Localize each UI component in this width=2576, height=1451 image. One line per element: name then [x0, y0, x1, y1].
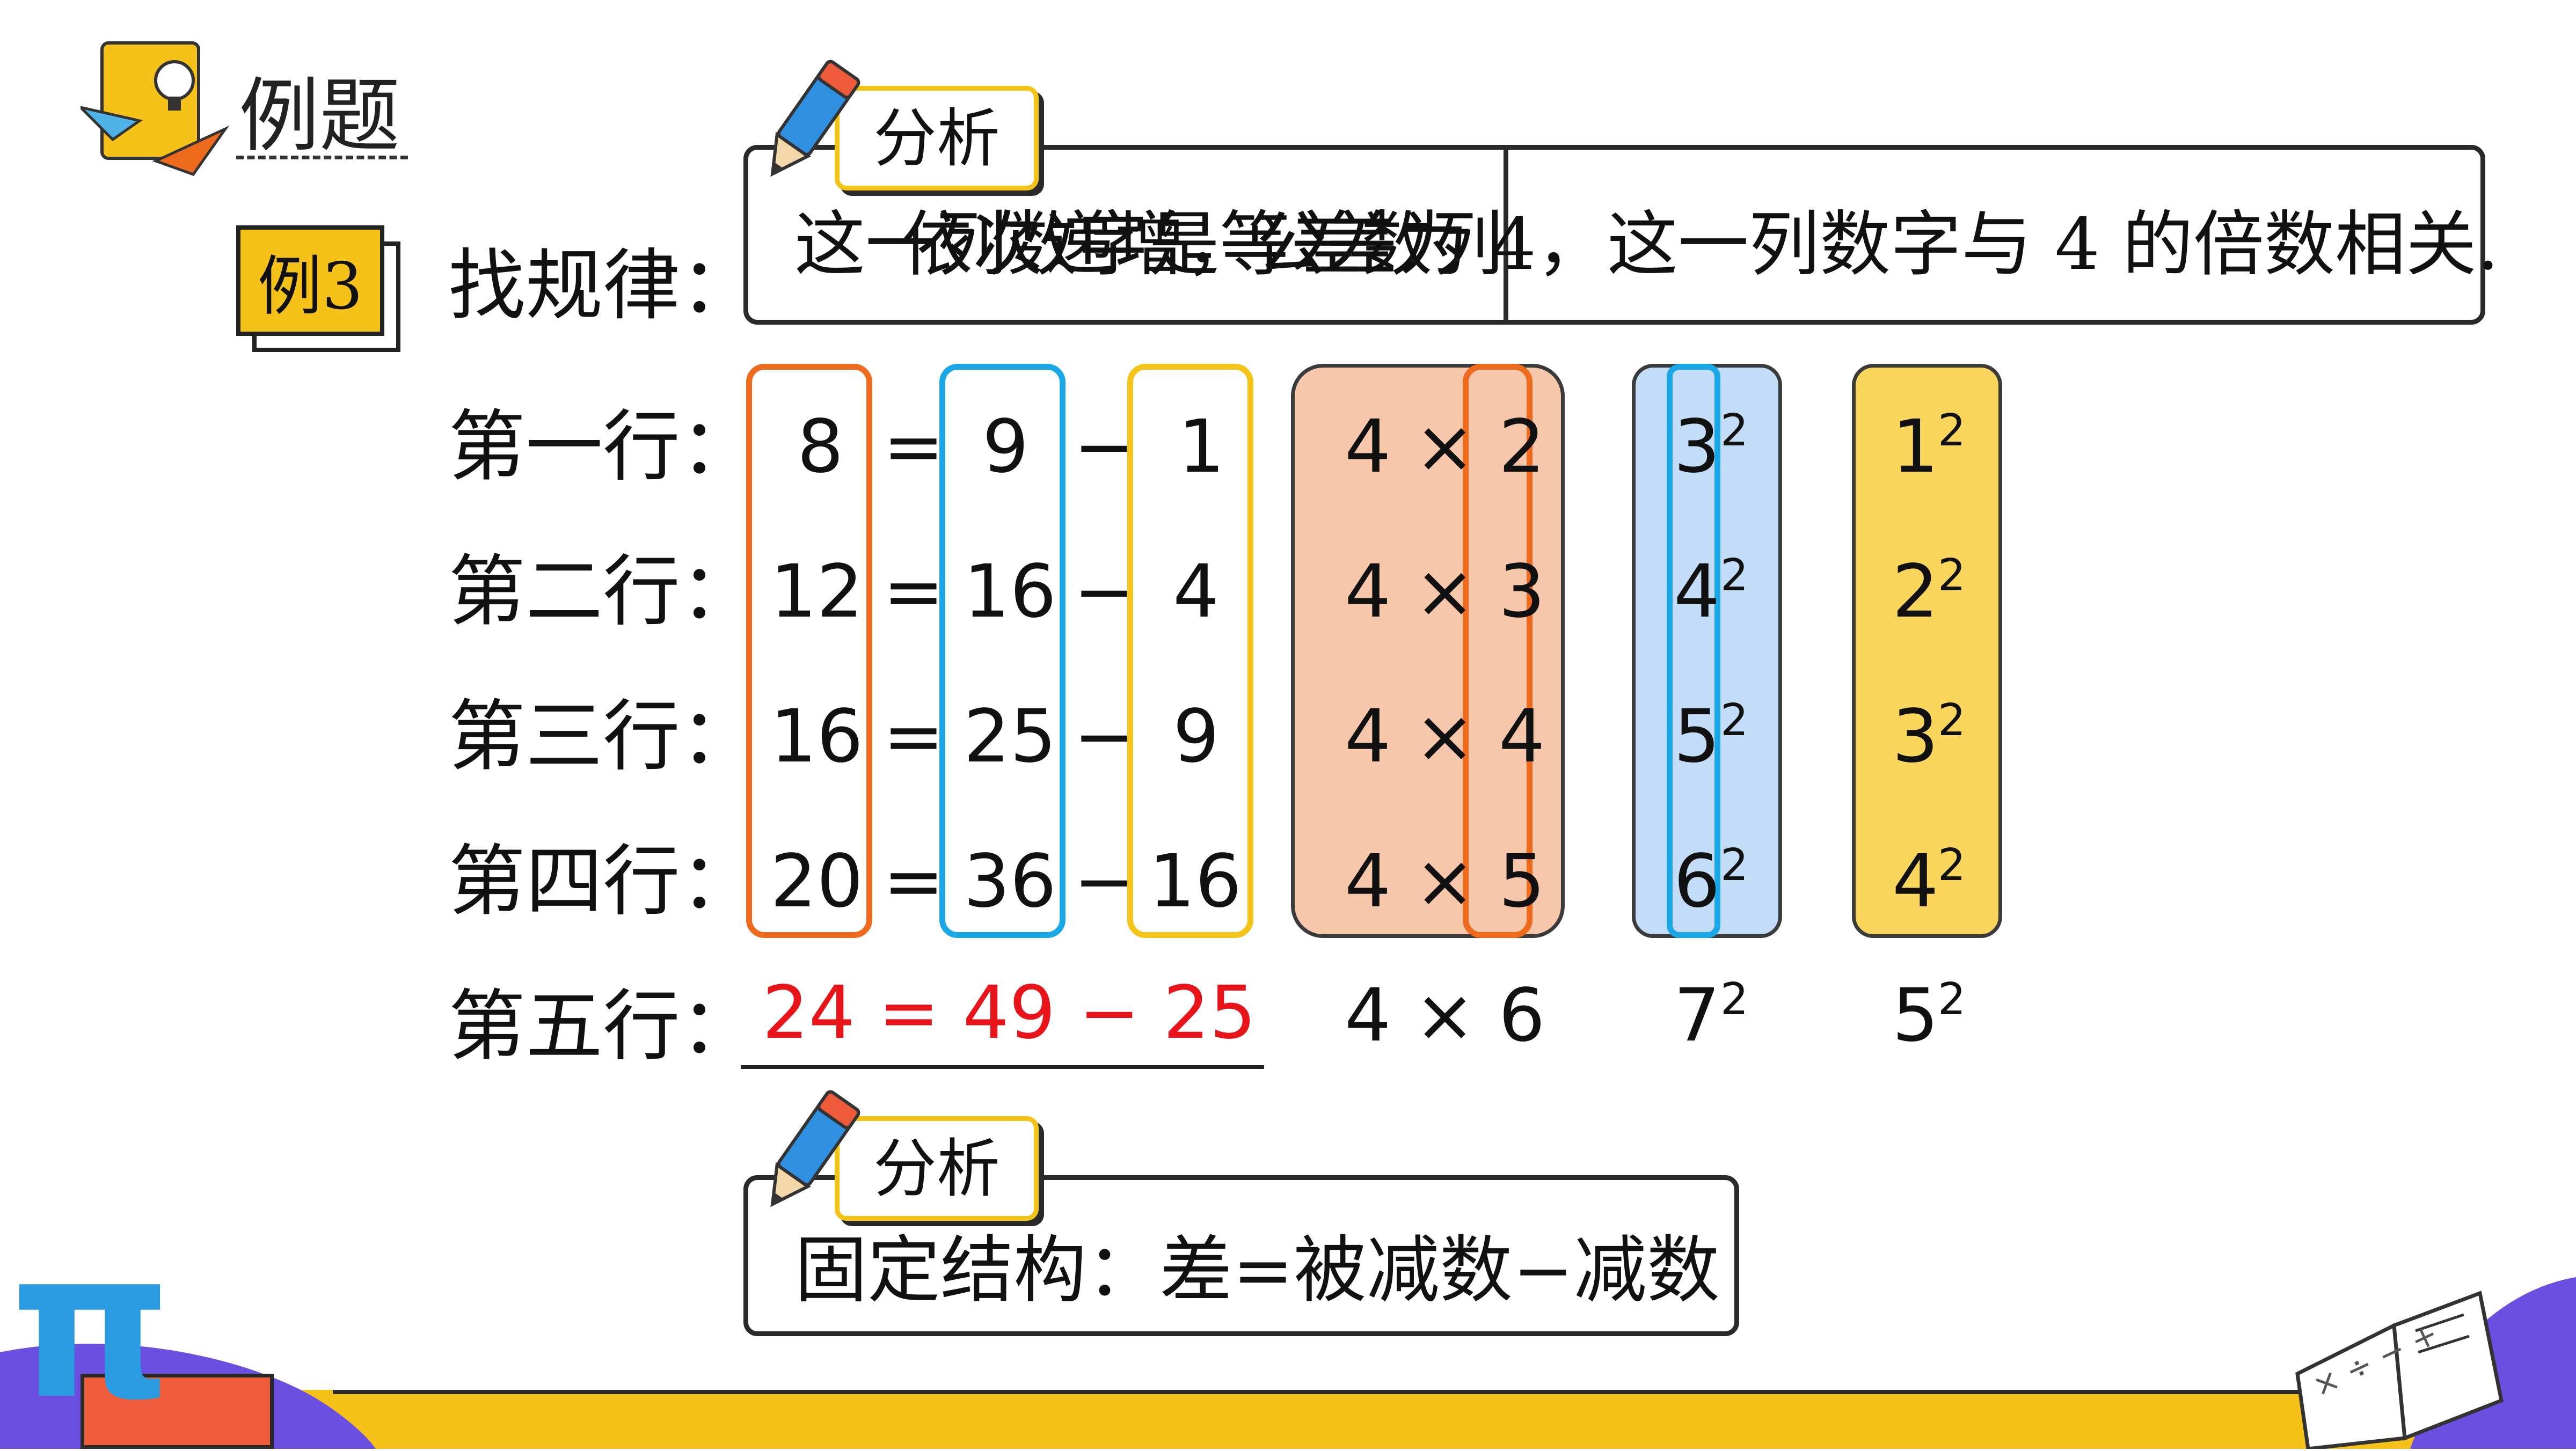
- equals-sign: =: [883, 549, 944, 634]
- row5-answer: 24 = 49 − 25: [762, 971, 1256, 1056]
- bottom-band: [0, 1390, 2576, 1449]
- row5-label: 第五行：: [448, 981, 758, 1071]
- row-label: 第二行：: [448, 546, 758, 636]
- exponent: 2: [1720, 405, 1749, 456]
- red-block: [81, 1374, 274, 1449]
- row-a: 20: [770, 839, 864, 924]
- row-square-base: 6: [1674, 839, 1720, 924]
- analysis-bottom-text: 固定结构：差=被减数−减数: [794, 1228, 1720, 1313]
- row-c: 16: [1149, 839, 1242, 924]
- row-c: 4: [1173, 549, 1220, 634]
- row-label: 第四行：: [448, 836, 758, 926]
- row-multiplier: 4 × 5: [1345, 839, 1545, 924]
- title-underline: [236, 156, 408, 159]
- pencil-icon: [743, 54, 872, 193]
- pi-icon: π: [11, 1206, 172, 1444]
- analysis-tag-label: 分析: [873, 1131, 1000, 1206]
- analysis-top-text-a: 这一列数字是等差数列: [794, 203, 1503, 286]
- exponent: 2: [1720, 974, 1749, 1025]
- prompt-text: 找规律：: [448, 240, 758, 331]
- minus-sign: −: [1074, 405, 1135, 489]
- book-icon: × ÷ − +: [2287, 1277, 2512, 1451]
- example-tag: 例3: [236, 225, 400, 352]
- row-square2-base: 3: [1892, 694, 1939, 779]
- row5-square2-base: 5: [1892, 973, 1939, 1058]
- row-b: 36: [964, 839, 1057, 924]
- example-label: 例3: [257, 250, 363, 324]
- answer-underline: [741, 1065, 1264, 1069]
- minus-sign: −: [1074, 549, 1135, 634]
- exponent: 2: [1720, 550, 1749, 601]
- row5-multiplier: 4 × 6: [1345, 973, 1545, 1058]
- minus-sign: −: [1074, 694, 1135, 779]
- exponent: 2: [1720, 840, 1749, 891]
- panel-divider: [743, 145, 1508, 325]
- exponent: 2: [1938, 840, 1966, 891]
- row5-square-base: 7: [1674, 973, 1720, 1058]
- row-a: 8: [797, 405, 844, 489]
- exponent: 2: [1938, 695, 1966, 746]
- row-c: 1: [1178, 405, 1225, 489]
- row-square2-base: 2: [1892, 549, 1939, 634]
- row-a: 16: [770, 694, 864, 779]
- square2-fill: [1852, 364, 2002, 938]
- row-b: 25: [964, 694, 1057, 779]
- row-multiplier: 4 × 2: [1345, 405, 1545, 489]
- exponent: 2: [1938, 974, 1966, 1025]
- row-label: 第一行：: [448, 401, 758, 492]
- row-a: 12: [770, 549, 864, 634]
- row-b: 16: [964, 549, 1057, 634]
- exponent: 2: [1938, 405, 1966, 456]
- row-square-base: 4: [1674, 549, 1720, 634]
- minus-sign: −: [1074, 839, 1135, 924]
- exponent: 2: [1720, 695, 1749, 746]
- bottom-band-line: [333, 1390, 2319, 1394]
- multiplier-fill: [1291, 364, 1565, 938]
- analysis-tag-bottom: 分析: [835, 1116, 1039, 1221]
- analysis-top-text-b: 依次递增，公差为 4，这一列数字与 4 的倍数相关.: [902, 203, 2499, 286]
- row-square2-base: 1: [1892, 405, 1939, 489]
- column-c-box: [1127, 364, 1253, 938]
- equals-sign: =: [883, 694, 944, 779]
- equals-sign: =: [883, 405, 944, 489]
- exponent: 2: [1938, 550, 1966, 601]
- square-fill: [1632, 364, 1782, 938]
- row-b: 9: [982, 405, 1029, 489]
- analysis-tag-label: 分析: [873, 101, 1000, 175]
- square-box: [1667, 364, 1720, 938]
- multiplier-box: [1463, 364, 1533, 938]
- lesson-icon: [76, 32, 236, 177]
- row-square-base: 3: [1674, 405, 1720, 489]
- column-a-box: [746, 364, 872, 938]
- row-multiplier: 4 × 4: [1345, 694, 1545, 779]
- column-b-box: [939, 364, 1066, 938]
- page-title: 例题: [239, 70, 400, 163]
- equals-sign: =: [883, 839, 944, 924]
- row-square2-base: 4: [1892, 839, 1939, 924]
- row-square-base: 5: [1674, 694, 1720, 779]
- row-c: 9: [1173, 694, 1220, 779]
- analysis-tag-top: 分析: [835, 86, 1039, 190]
- row-label: 第三行：: [448, 691, 758, 781]
- pencil-icon: [743, 1084, 872, 1223]
- row-multiplier: 4 × 3: [1345, 549, 1545, 634]
